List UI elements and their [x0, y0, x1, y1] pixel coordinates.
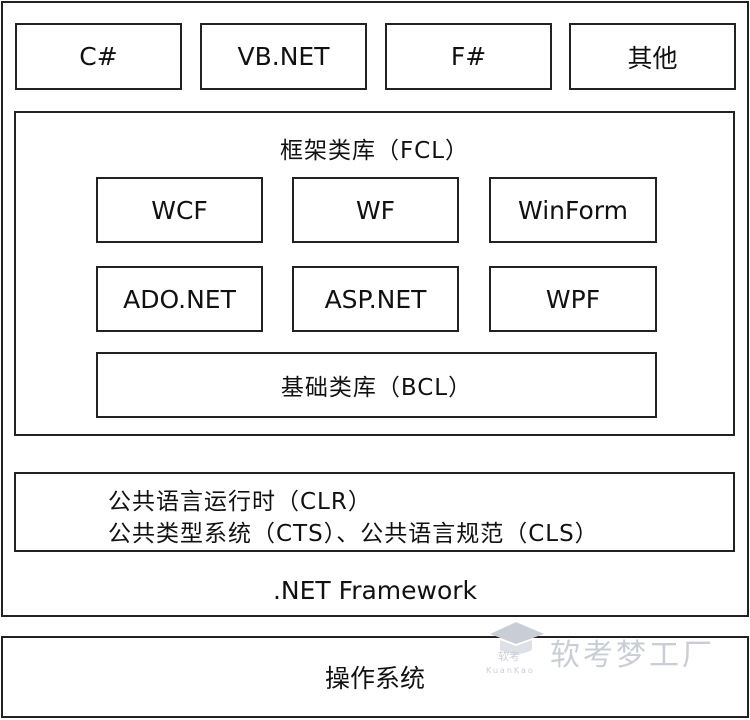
language-label: 其他 [627, 43, 678, 73]
os-box: 操作系统 [1, 636, 749, 718]
clr-line-2: 公共类型系统（CTS）、公共语言规范（CLS） [108, 521, 599, 547]
bcl-box: 基础类库（BCL） [96, 352, 657, 418]
fcl-title: 框架类库（FCL） [279, 138, 470, 164]
fcl-box-label: ASP.NET [324, 284, 427, 314]
fcl-box-wpf: WPF [489, 266, 657, 332]
fcl-box-adonet: ADO.NET [96, 266, 263, 332]
fcl-box-wf: WF [292, 177, 459, 243]
fcl-box-label: ADO.NET [123, 284, 236, 314]
language-box-other: 其他 [569, 23, 736, 90]
fcl-box-label: WinForm [518, 195, 628, 225]
language-box-fsharp: F# [385, 23, 552, 90]
language-box-vbnet: VB.NET [200, 23, 367, 90]
fcl-box-wcf: WCF [96, 177, 263, 243]
clr-box: 公共语言运行时（CLR） 公共类型系统（CTS）、公共语言规范（CLS） [14, 472, 735, 552]
fcl-box-label: WPF [545, 284, 601, 314]
fcl-box-winform: WinForm [489, 177, 657, 243]
clr-line-1: 公共语言运行时（CLR） [108, 489, 372, 515]
language-label: VB.NET [237, 42, 330, 71]
fcl-box-label: WCF [151, 195, 208, 225]
language-label: F# [450, 42, 487, 71]
bcl-label: 基础类库（BCL） [280, 375, 473, 401]
language-box-csharp: C# [15, 23, 182, 90]
fcl-box-label: WF [355, 195, 396, 225]
os-label: 操作系统 [324, 664, 425, 693]
language-label: C# [79, 42, 118, 71]
framework-label: .NET Framework [272, 576, 478, 605]
fcl-box-aspnet: ASP.NET [292, 266, 459, 332]
